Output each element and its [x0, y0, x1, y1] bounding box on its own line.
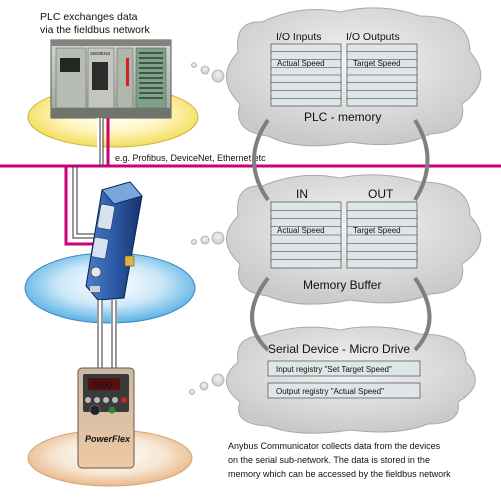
- memory-buffer-cell-left: Actual Speed: [277, 226, 325, 235]
- plc-memory-title: PLC - memory: [304, 110, 381, 124]
- output-registry-box: [267, 382, 421, 399]
- plc-caption-line1: PLC exchanges data: [40, 11, 138, 23]
- footer-line1: Anybus Communicator collects data from t…: [228, 441, 441, 451]
- plc-fieldbus-cable: [97, 118, 110, 166]
- drive-brand: PowerFlex: [85, 434, 131, 444]
- serial-cable: [97, 300, 117, 370]
- memory-buffer-col-right: OUT: [368, 187, 394, 201]
- memory-buffer-table-left: [270, 201, 342, 269]
- memory-buffer-table-right: [346, 201, 418, 269]
- plc-brand: SIEMENS: [90, 51, 110, 56]
- output-registry-label: Output registry "Actual Speed": [276, 387, 384, 396]
- fieldbus-label: e.g. Profibus, DeviceNet, Ethernet etc: [115, 153, 266, 163]
- anybus-fieldbus-cable: [64, 166, 98, 246]
- data-flow-loops: [250, 118, 432, 352]
- input-registry-label: Input registry "Set Target Speed": [276, 365, 392, 374]
- plc-caption-line2: via the fieldbus network: [40, 24, 150, 36]
- plc-rack: SIEMENS: [50, 39, 172, 119]
- micro-drive: 0000 PowerFlex: [77, 367, 135, 469]
- memory-buffer-title: Memory Buffer: [303, 278, 381, 292]
- plc-memory-col-left: I/O Inputs: [276, 31, 322, 43]
- serial-device-title: Serial Device - Micro Drive: [268, 342, 410, 356]
- footer-line2: on the serial sub-network. The data is s…: [228, 455, 430, 465]
- plc-memory-table-right: [346, 43, 418, 107]
- serial-device-cloud: [189, 326, 476, 434]
- memory-buffer-col-left: IN: [296, 187, 308, 201]
- input-registry-box: [267, 360, 421, 377]
- drive-display: 0000: [92, 380, 112, 390]
- plc-memory-cell-left: Actual Speed: [277, 59, 325, 68]
- footer-line3: memory which can be accessed by the fiel…: [228, 469, 451, 479]
- anybus-communicator: [85, 181, 143, 301]
- plc-memory-cell-right: Target Speed: [353, 59, 401, 68]
- plc-memory-col-right: I/O Outputs: [346, 31, 400, 43]
- memory-buffer-cell-right: Target Speed: [353, 226, 401, 235]
- plc-memory-table-left: [270, 43, 342, 107]
